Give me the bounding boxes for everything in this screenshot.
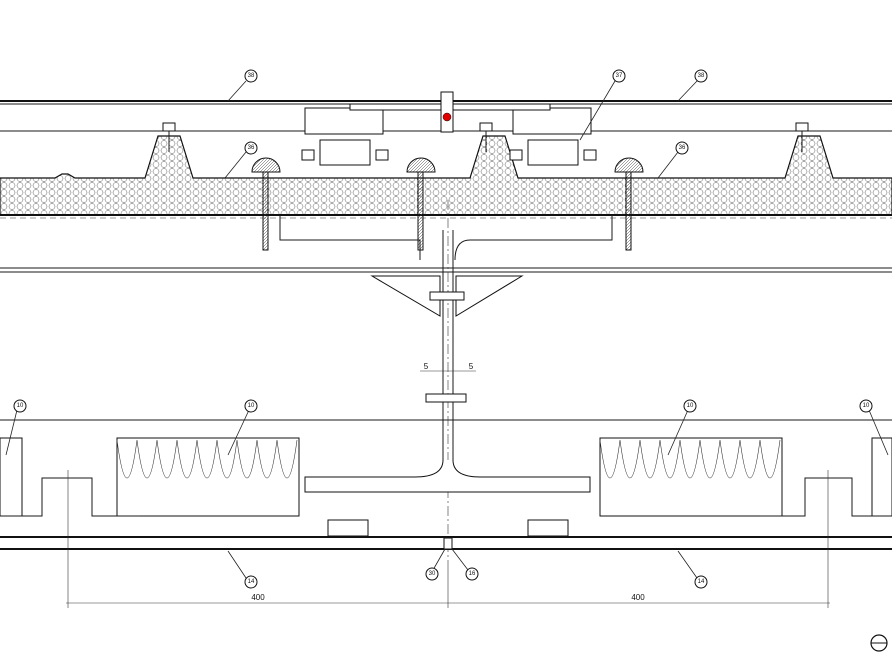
svg-text:10: 10 [863, 403, 870, 409]
callout-10-a: 10 [13, 399, 27, 413]
svg-text:38: 38 [248, 73, 255, 79]
callout-38-right: 38 [694, 69, 708, 83]
callout-14-left: 14 [244, 575, 258, 589]
leader-lines [5, 80, 889, 579]
svg-text:37: 37 [616, 73, 623, 79]
gap-dimension-right: 5 [469, 362, 474, 371]
callout-10-b: 10 [244, 399, 258, 413]
svg-text:14: 14 [248, 579, 255, 585]
svg-text:14: 14 [698, 579, 705, 585]
callout-10-c: 10 [683, 399, 697, 413]
svg-text:36: 36 [679, 145, 686, 151]
callout-14-right: 14 [694, 575, 708, 589]
upper-brackets [301, 91, 597, 166]
callout-30: 30 [425, 567, 439, 581]
dimension-left: 400 [251, 593, 265, 602]
svg-text:10: 10 [687, 403, 694, 409]
callout-38-left: 38 [244, 69, 258, 83]
callout-10-d: 10 [859, 399, 873, 413]
callout-36-right: 36 [675, 141, 689, 155]
callout-37: 37 [612, 69, 626, 83]
callout-36-left: 36 [244, 141, 258, 155]
svg-text:10: 10 [17, 403, 24, 409]
gap-dimension-left: 5 [424, 362, 429, 371]
central-profile [0, 200, 892, 560]
saddle-clamps [251, 157, 644, 251]
callout-16: 16 [465, 567, 479, 581]
svg-text:30: 30 [429, 571, 436, 577]
highlight-marker [442, 112, 452, 122]
svg-text:10: 10 [248, 403, 255, 409]
dimension-lines: 400 400 5 5 [66, 362, 830, 608]
sandwich-panel [0, 135, 892, 219]
insulation-blocks [0, 419, 892, 517]
section-marker-icon [870, 634, 888, 652]
ridge-fasteners [162, 122, 809, 152]
svg-text:16: 16 [469, 571, 476, 577]
svg-text:36: 36 [248, 145, 255, 151]
svg-text:38: 38 [698, 73, 705, 79]
dimension-right: 400 [631, 593, 645, 602]
base-profiles [0, 477, 892, 550]
